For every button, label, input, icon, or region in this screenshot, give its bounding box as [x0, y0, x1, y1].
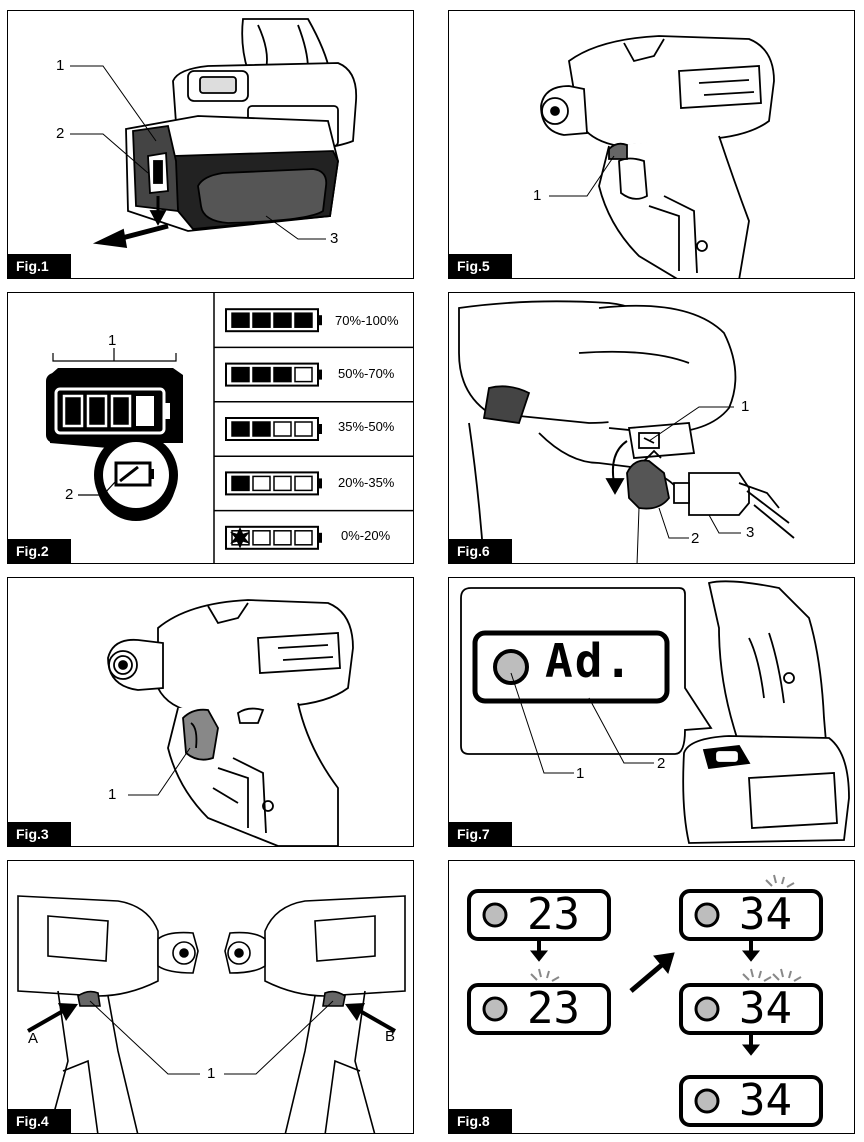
fig7-callout-2: 2 — [657, 755, 666, 772]
fig4-callout-a: A — [28, 1030, 39, 1047]
battery-segment-filled — [273, 366, 292, 383]
fig2-callout-2: 2 — [65, 486, 74, 503]
fig1-drawing — [70, 18, 358, 249]
fig5-drawing — [540, 35, 775, 278]
figure-5: 1 Fig.5 — [448, 10, 855, 279]
battery-segment-empty — [273, 530, 292, 546]
fig8-display-1: 23 — [527, 889, 580, 940]
battery-segment-empty — [294, 475, 313, 492]
fig4-callout-1: 1 — [207, 1065, 216, 1082]
battery-tip — [318, 532, 322, 543]
fig8-display-2: 23 — [527, 983, 580, 1034]
fig2-level-1-text: 70%-100% — [335, 313, 399, 328]
fig4-drawing — [17, 895, 406, 1133]
fig8-drawing — [467, 874, 823, 1127]
battery-segment-filled — [294, 312, 313, 328]
fig8-display-4: 34 — [739, 983, 792, 1034]
fig2-level-4-text: 20%-35% — [338, 475, 395, 490]
battery-tip — [318, 315, 322, 326]
fig5-label: Fig.5 — [449, 254, 512, 278]
fig2-level-2-text: 50%-70% — [338, 366, 395, 381]
figure-1: 1 2 3 Fig.1 — [7, 10, 414, 279]
fig2-drawing — [46, 293, 413, 563]
fig3-label: Fig.3 — [8, 822, 71, 846]
battery-segment-empty — [252, 475, 271, 492]
battery-segment-filled — [231, 312, 250, 328]
fig1-callout-1: 1 — [56, 57, 65, 74]
fig4-callout-b: B — [385, 1028, 396, 1045]
figure-3: 1 Fig.3 — [7, 577, 414, 847]
fig6-label: Fig.6 — [449, 539, 512, 563]
fig8-label: Fig.8 — [449, 1109, 512, 1133]
fig1-label: Fig.1 — [8, 254, 71, 278]
battery-segment-filled — [273, 312, 292, 328]
fig2-level-3-text: 35%-50% — [338, 419, 395, 434]
battery-tip — [318, 478, 322, 489]
fig6-callout-2: 2 — [691, 530, 700, 547]
fig7-label: Fig.7 — [449, 822, 512, 846]
fig8-display-5: 34 — [739, 1075, 792, 1126]
fig6-callout-3: 3 — [746, 524, 755, 541]
figure-6: 1 2 3 Fig.6 — [448, 292, 855, 564]
battery-segment-empty — [252, 530, 271, 546]
battery-segment-filled — [231, 421, 250, 437]
fig4-label: Fig.4 — [8, 1109, 71, 1133]
battery-segment-empty — [273, 421, 292, 437]
fig7-callout-1: 1 — [576, 765, 585, 782]
figure-4: A 1 B Fig.4 — [7, 860, 414, 1134]
battery-segment-filled — [252, 366, 271, 383]
fig6-drawing — [458, 300, 795, 563]
fig8-display-3: 34 — [739, 889, 792, 940]
fig2-level-5-text: 0%-20% — [341, 528, 391, 543]
battery-tip — [318, 369, 322, 380]
figure-7: Ad. 1 2 Fig.7 — [448, 577, 855, 847]
battery-segment-empty — [273, 475, 292, 492]
figure-2: 1 2 70%-100% 50%-70% 35%-50% 20%-35% 0%-… — [7, 292, 414, 564]
fig1-callout-3: 3 — [330, 230, 339, 247]
battery-segment-filled — [252, 421, 271, 437]
battery-segment-filled — [252, 312, 271, 328]
battery-segment-empty — [294, 421, 313, 437]
fig6-callout-1: 1 — [741, 398, 750, 415]
battery-segment-empty — [294, 366, 313, 383]
battery-segment-filled — [231, 366, 250, 383]
blinking-segment-icon — [230, 526, 250, 549]
fig7-drawing — [460, 580, 850, 844]
fig2-label: Fig.2 — [8, 539, 71, 563]
battery-segment-filled — [231, 475, 250, 492]
fig3-drawing — [107, 599, 354, 846]
figure-8: 23 23 34 34 34 Fig.8 — [448, 860, 855, 1134]
fig3-callout-1: 1 — [108, 786, 117, 803]
battery-segment-empty — [294, 530, 313, 546]
fig7-display-text: Ad. — [545, 634, 635, 688]
fig5-callout-1: 1 — [533, 187, 542, 204]
fig1-callout-2: 2 — [56, 125, 65, 142]
battery-indicator-panel — [46, 348, 183, 521]
battery-tip — [318, 424, 322, 434]
fig2-callout-1: 1 — [108, 332, 117, 349]
